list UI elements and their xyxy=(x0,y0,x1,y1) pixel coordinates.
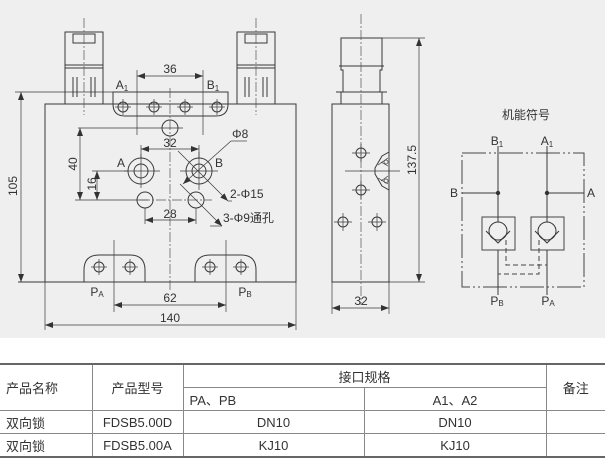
spec-table: 产品名称 产品型号 接口规格 备注 PA、PB A1、A2 双向锁 FDSB5.… xyxy=(0,363,605,458)
cell-remark xyxy=(545,410,605,434)
symbol-label-a: A xyxy=(587,186,595,200)
junction-dot-b xyxy=(495,190,501,196)
label-pa: PA xyxy=(90,285,104,299)
dim-40: 40 xyxy=(66,157,80,171)
cell-a1-a2: DN10 xyxy=(363,410,547,434)
dim-28: 28 xyxy=(163,207,177,221)
label-a: A xyxy=(117,156,125,170)
callout-phi8: Φ8 xyxy=(232,127,249,141)
table-header-row: 产品名称 产品型号 接口规格 备注 xyxy=(0,363,605,411)
callout-3phi9: 3-Φ9通孔 xyxy=(223,211,274,225)
symbol-frame xyxy=(461,152,585,288)
table-row: 双向锁 FDSB5.00A KJ10 KJ10 xyxy=(0,433,605,458)
side-cutaway xyxy=(374,151,390,191)
side-view: 137.5 32 xyxy=(331,14,425,314)
callout-2phi15: 2-Φ15 xyxy=(230,187,264,201)
dim-32: 32 xyxy=(163,136,177,150)
cell-model: FDSB5.00D xyxy=(91,410,184,434)
dim-105: 105 xyxy=(6,176,20,196)
dim-140: 140 xyxy=(160,311,180,325)
cell-model: FDSB5.00A xyxy=(91,433,184,458)
header-product-name: 产品名称 xyxy=(0,363,93,411)
bottom-flange-pb xyxy=(194,254,257,282)
header-remark: 备注 xyxy=(545,363,605,411)
front-view: 36 A1 B1 40 16 A B 32 xyxy=(6,18,297,330)
header-product-model: 产品型号 xyxy=(91,363,184,411)
header-port-spec: 接口规格 xyxy=(182,363,547,388)
symbol-label-b1: B1 xyxy=(491,134,504,149)
label-b: B xyxy=(215,156,223,170)
dim-32-side: 32 xyxy=(354,294,368,308)
label-pb: PB xyxy=(238,285,251,299)
symbol-label-pa: PA xyxy=(541,294,555,308)
dim-137-5: 137.5 xyxy=(405,145,419,175)
label-a1: A1 xyxy=(116,78,129,93)
table-row: 双向锁 FDSB5.00D DN10 DN10 xyxy=(0,410,605,434)
symbol-label-pb: PB xyxy=(490,294,503,308)
cell-name: 双向锁 xyxy=(0,410,93,434)
symbol-label-b: B xyxy=(450,186,458,200)
header-a1-a2: A1、A2 xyxy=(363,387,547,411)
left-cap xyxy=(64,18,104,115)
dim-62: 62 xyxy=(163,291,177,305)
label-b1: B1 xyxy=(207,78,220,93)
cell-name: 双向锁 xyxy=(0,433,93,458)
cell-pa-pb: KJ10 xyxy=(182,433,365,458)
cell-remark xyxy=(545,433,605,458)
right-cap xyxy=(236,18,276,115)
hydraulic-symbol: 机能符号 B1 A1 B A PB PA xyxy=(450,107,595,308)
bottom-flange-pa xyxy=(83,254,146,282)
symbol-title: 机能符号 xyxy=(502,107,550,122)
cell-a1-a2: KJ10 xyxy=(363,433,547,458)
top-flange xyxy=(112,91,229,117)
side-cap xyxy=(340,37,383,104)
junction-dot-a xyxy=(544,190,550,196)
dim-16: 16 xyxy=(85,177,99,191)
symbol-label-a1: A1 xyxy=(541,134,554,149)
dim-36: 36 xyxy=(163,62,177,76)
top-flange-holes xyxy=(115,99,225,115)
technical-drawing: 36 A1 B1 40 16 A B 32 xyxy=(6,14,595,330)
side-body-outline xyxy=(331,103,390,283)
cell-pa-pb: DN10 xyxy=(182,410,365,434)
header-pa-pb: PA、PB xyxy=(183,387,365,411)
